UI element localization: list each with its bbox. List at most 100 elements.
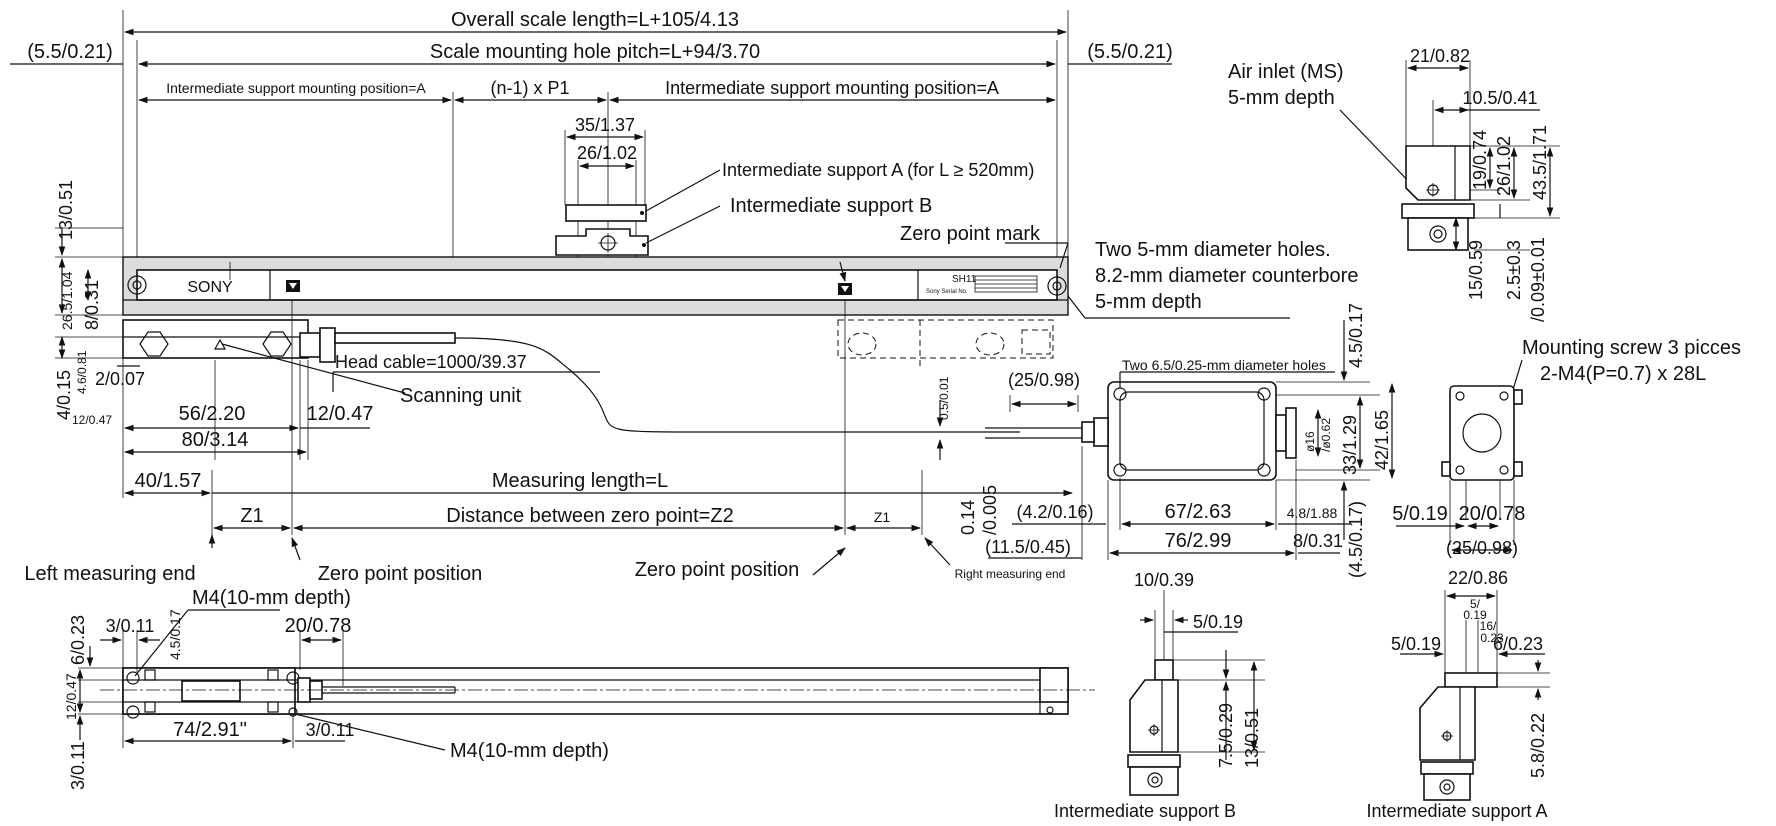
two-5mm-holes-line3: 5-mm depth — [1095, 291, 1202, 313]
d11-5-label: (11.5/0.45) — [985, 537, 1071, 557]
left-side-dimensions: 13/0.51 26.5/1.04 8/0.31 4/0.15 4.6/0.81… — [54, 180, 373, 498]
ia-d5b-label: 5/0.19 — [1391, 634, 1441, 654]
sh11-label: SH11 — [952, 274, 977, 285]
d40-label: 40/1.57 — [135, 470, 202, 492]
measuring-length-label: Measuring length=L — [492, 470, 668, 492]
d4-5-bot-label: (4.5/0.17) — [1346, 501, 1366, 578]
intermediate-support-a-view: 22/0.86 5/ 0.19 16/ 0.23 5/0.19 6/0.23 5… — [1366, 568, 1550, 821]
d0-005-label: /0.005 — [980, 485, 1000, 535]
d5-019-label: 5/0.19 — [1392, 503, 1448, 525]
z1-left-label: Z1 — [240, 505, 263, 527]
sony-serial-label: Sony Serial No. — [926, 289, 968, 295]
d2-5-label: 2.5±0.3 — [1504, 240, 1524, 300]
d12a-label: 12/0.47 — [72, 413, 112, 427]
d76-label: 76/2.99 — [1165, 530, 1232, 552]
d26-102-label: 26/1.02 — [1494, 136, 1514, 196]
main-scale: SONY SH11 Sony Serial No. Zero point mar… — [122, 223, 1069, 316]
sony-logo: SONY — [187, 279, 233, 296]
ib-d13-label: 13/0.51 — [1242, 708, 1262, 768]
side-left-dim: (5.5/0.21) — [27, 41, 113, 63]
d0-14-label: 0.14 — [958, 500, 978, 535]
d3-011-c-label: 3/0.11 — [306, 720, 355, 740]
zero-point-mark-label: Zero point mark — [900, 223, 1041, 245]
ib-d5-label: 5/0.19 — [1193, 612, 1243, 632]
overall-length-label: Overall scale length=L+105/4.13 — [451, 9, 739, 31]
mounting-screw-line2: 2-M4(P=0.7) x 28L — [1540, 363, 1706, 385]
d4-5-top-label: 4.5/0.17 — [1346, 303, 1366, 368]
bottom-scale-view: M4(10-mm depth) M4(10-mm depth) 3/0.11 4… — [63, 587, 1095, 790]
int-mount-left-label: Intermediate support mounting position=A — [166, 80, 426, 96]
hole-pitch-label: Scale mounting hole pitch=L+94/3.70 — [430, 41, 760, 63]
d19-label: 19/0.74 — [1470, 130, 1490, 190]
d33-label: 33/1.29 — [1340, 415, 1360, 475]
d25-098b-label: (25/0.98) — [1446, 538, 1518, 558]
top-dimensions: Overall scale length=L+105/4.13 Scale mo… — [10, 9, 1173, 280]
m4-top-label: M4(10-mm depth) — [192, 587, 351, 609]
zero-point-position-2-label: Zero point position — [635, 559, 800, 581]
ia-d6-label: 6/0.23 — [1493, 634, 1543, 654]
d3-011-a-label: 3/0.11 — [106, 616, 155, 636]
mounting-screw-line1: Mounting screw 3 picces — [1522, 337, 1741, 359]
ia-d023-label: 0.23 — [1480, 631, 1504, 645]
ia-d019-label: 0.19 — [1463, 608, 1487, 622]
two-5mm-holes-line2: 8.2-mm diameter counterbore — [1095, 265, 1358, 287]
measuring-length-dimensions: Measuring length=L Z1 Distance between z… — [24, 300, 1073, 585]
d12b-label: 12/0.47 — [307, 403, 374, 425]
n-minus-1-label: (n-1) x P1 — [490, 78, 569, 98]
ia-d5-8-label: 5.8/0.22 — [1528, 713, 1548, 778]
d20-078-label: 20/0.78 — [1459, 503, 1526, 525]
d6-023-label: 6/0.23 — [68, 615, 88, 665]
ia-d5a-label: 5/ — [1470, 597, 1481, 611]
d35-label: 35/1.37 — [575, 115, 635, 135]
scanning-unit-label: Scanning unit — [400, 385, 522, 407]
air-inlet-view: Air inlet (MS) 5-mm depth 21/0.82 10.5/0… — [1228, 46, 1560, 322]
d43-5-label: 43.5/1.71 — [1530, 125, 1550, 200]
air-inlet-line1: Air inlet (MS) — [1228, 61, 1344, 83]
two-5mm-holes-line1: Two 5-mm diameter holes. — [1095, 239, 1331, 261]
d80-label: 80/3.14 — [182, 429, 249, 451]
d15-label: 15/0.59 — [1466, 240, 1486, 300]
d4-6-label: 4.6/0.81 — [75, 350, 89, 394]
d0-09-label: /0.09±0.01 — [1528, 237, 1548, 322]
intermediate-supports-top: Intermediate support A (for L ≥ 520mm) I… — [555, 160, 1034, 256]
scanning-unit: Scanning unit Head cable=1000/39.37 — [122, 319, 1020, 433]
ib-d10-label: 10/0.39 — [1134, 570, 1194, 590]
two-6-5-holes-label: Two 6.5/0.25-mm diameter holes — [1122, 357, 1326, 373]
head-cable-label: Head cable=1000/39.37 — [335, 352, 527, 372]
int-support-b-callout: Intermediate support B — [730, 195, 932, 217]
d67-label: 67/2.63 — [1165, 501, 1232, 523]
head-side-view: Two 6.5/0.25-mm diameter holes (25/0.98)… — [936, 303, 1396, 578]
d74-label: 74/2.91" — [173, 719, 247, 741]
d2-label: 2/0.07 — [95, 369, 145, 389]
d16-label: ø16 — [1303, 431, 1317, 452]
d26-label: 26/1.02 — [577, 143, 637, 163]
ia-d16-label: 16/ — [1480, 619, 1497, 633]
side-right-dim: (5.5/0.21) — [1087, 41, 1173, 63]
d4-2-label: (4.2/0.16) — [1016, 502, 1093, 522]
int-mount-right-label: Intermediate support mounting position=A — [665, 78, 999, 98]
d4-8-label: 4.8/1.88 — [1287, 505, 1338, 521]
d12-047c-label: 12/0.47 — [63, 673, 79, 720]
d10-5-label: 10.5/0.41 — [1462, 88, 1537, 108]
d4-5-017-b-label: 4.5/0.17 — [167, 609, 183, 660]
ib-d7-5-label: 7.5/0.29 — [1216, 703, 1236, 768]
d13-label: 13/0.51 — [56, 180, 76, 240]
right-measuring-end-label: Right measuring end — [955, 567, 1066, 581]
d8-label: 8/0.31 — [82, 280, 102, 330]
ia-caption: Intermediate support A — [1366, 801, 1547, 821]
intermediate-support-b-view: 10/0.39 5/0.19 7.5/0.29 13/0.51 Intermed… — [1054, 570, 1265, 821]
d20-078b-label: 20/0.78 — [285, 615, 352, 637]
z2-label: Distance between zero point=Z2 — [446, 505, 733, 527]
air-inlet-line2: 5-mm depth — [1228, 87, 1335, 109]
mounting-screw-view: Mounting screw 3 picces 2-M4(P=0.7) x 28… — [1392, 337, 1741, 558]
z1-right-label: Z1 — [874, 509, 891, 525]
d25-098-label: (25/0.98) — [1008, 370, 1080, 390]
m4-bottom-label: M4(10-mm depth) — [450, 740, 609, 762]
d8-031-label: 8/0.31 — [1293, 531, 1343, 551]
d3-011-b-label: 3/0.11 — [68, 741, 88, 790]
holes-callout: Two 5-mm diameter holes. 8.2-mm diameter… — [1067, 239, 1358, 319]
int-support-a-callout: Intermediate support A (for L ≥ 520mm) — [722, 160, 1034, 180]
d26-5-label: 26.5/1.04 — [59, 271, 75, 330]
d42-label: 42/1.65 — [1372, 410, 1392, 470]
